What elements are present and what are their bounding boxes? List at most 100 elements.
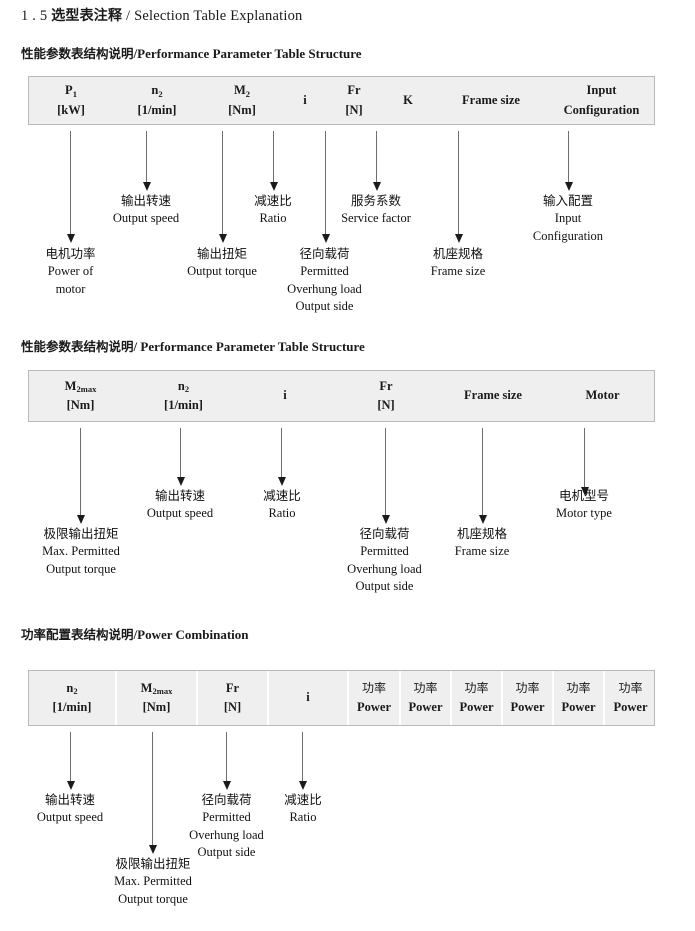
annotation-motor-type-2-cn: 电机型号 bbox=[558, 488, 609, 503]
table2-col-fr-unit: [N] bbox=[377, 398, 395, 412]
annotation-output-speed-1-cn: 输出转速 bbox=[120, 193, 171, 208]
table2-col-frame-size: Frame size bbox=[437, 371, 549, 421]
section-3-heading: 功率配置表结构说明/Power Combination bbox=[21, 624, 249, 643]
table3-col-power-4: 功率 Power bbox=[501, 671, 552, 725]
annotation-overhung-load-2-cn: 径向载荷 bbox=[359, 526, 410, 541]
arrow-to-ratio-3 bbox=[302, 732, 303, 782]
annotation-output-torque-1-cn: 输出扭矩 bbox=[196, 246, 247, 261]
annotation-output-speed-3-en: Output speed bbox=[36, 809, 104, 824]
section-2-heading-chinese: 性能参数表结构说明 bbox=[21, 339, 134, 354]
arrow-to-permitted-overhung-load bbox=[325, 131, 326, 235]
table1-col-p1-symbol: P1 bbox=[65, 83, 77, 99]
annotation-output-torque-1-en: Output torque bbox=[187, 263, 257, 278]
arrow-to-motor-type-2 bbox=[584, 428, 585, 488]
annotation-ratio-1-cn: 减速比 bbox=[254, 193, 292, 208]
section-2-heading-english: Performance Parameter Table Structure bbox=[140, 339, 365, 354]
arrow-to-service-factor bbox=[376, 131, 377, 183]
table2-col-n2-subscript: 2 bbox=[184, 384, 190, 395]
table3-col-power-1-en: Power bbox=[356, 699, 391, 714]
table1-col-m2-unit: [Nm] bbox=[228, 102, 256, 117]
annotation-input-configuration-1-en-1: Configuration bbox=[532, 228, 604, 243]
annotation-overhung-load-1-en-0: Permitted bbox=[300, 263, 349, 278]
page-title-separator: / bbox=[126, 8, 131, 24]
table3-col-fr-unit: [N] bbox=[223, 700, 242, 714]
annotation-overhung-load-3-en-2: Output side bbox=[197, 845, 256, 860]
table3-col-fr-symbol: Fr bbox=[225, 680, 240, 695]
table2-col-fr-symbol: Fr bbox=[379, 378, 393, 393]
section-2-heading-separator: / bbox=[133, 339, 138, 354]
table2-col-m2max-subscript: 2max bbox=[76, 384, 97, 395]
annotation-overhung-load-1-en-1: Overhung load bbox=[287, 281, 362, 296]
table3-col-power-6: 功率 Power bbox=[603, 671, 656, 725]
annotation-max-permitted-output-torque-3-en-0: Max. Permitted bbox=[114, 873, 192, 888]
table3-col-i: i bbox=[267, 671, 347, 725]
annotation-output-torque-1: 输出扭矩 Output torque bbox=[166, 245, 278, 281]
table3-col-power-2-cn: 功率 bbox=[413, 681, 438, 696]
table2-col-n2-unit: [1/min] bbox=[164, 398, 203, 412]
table2-col-m2max-unit: [Nm] bbox=[66, 398, 95, 412]
power-combination-table: n2 [1/min] M2max [Nm] Fr [N] i 功率 Power … bbox=[28, 670, 655, 726]
annotation-max-permitted-output-torque-2-en-1: Output torque bbox=[46, 561, 116, 576]
annotation-max-permitted-output-torque-3-en-1: Output torque bbox=[118, 891, 188, 906]
annotation-power-of-motor-1: 电机功率 Power of motor bbox=[22, 245, 119, 298]
annotation-frame-size-2-en: Frame size bbox=[454, 543, 510, 558]
annotation-output-speed-2-cn: 输出转速 bbox=[154, 488, 205, 503]
table2-col-n2-symbol: n2 bbox=[177, 378, 190, 395]
annotation-ratio-3: 减速比 Ratio bbox=[265, 791, 341, 827]
table1-col-n2-subscript: 2 bbox=[158, 88, 163, 99]
table3-col-m2max: M2max [Nm] bbox=[115, 671, 196, 725]
performance-parameter-table-1: P1 [kW] n2 [1/min] M2 [Nm] i Fr [N] K Fr… bbox=[28, 76, 655, 125]
table1-col-n2: n2 [1/min] bbox=[113, 77, 201, 124]
annotation-overhung-load-2-en-0: Permitted bbox=[360, 543, 409, 558]
table1-col-p1-unit: [kW] bbox=[57, 102, 85, 117]
annotation-max-permitted-output-torque-2-en-0: Max. Permitted bbox=[42, 543, 120, 558]
annotation-output-speed-2: 输出转速 Output speed bbox=[130, 487, 230, 523]
table3-col-power-1: 功率 Power bbox=[347, 671, 399, 725]
table3-col-fr: Fr [N] bbox=[196, 671, 267, 725]
annotation-frame-size-1-en: Frame size bbox=[430, 263, 486, 278]
table3-col-power-4-cn: 功率 bbox=[515, 681, 540, 696]
annotation-frame-size-2-cn: 机座规格 bbox=[456, 526, 507, 541]
table3-col-n2: n2 [1/min] bbox=[29, 671, 115, 725]
annotation-frame-size-1: 机座规格 Frame size bbox=[410, 245, 506, 281]
table1-col-m2-symbol: M2 bbox=[233, 83, 251, 99]
page-title-number: 1 . 5 bbox=[21, 8, 48, 24]
page-title: 1 . 5 选型表注释 / Selection Table Explanatio… bbox=[21, 5, 303, 25]
annotation-frame-size-1-cn: 机座规格 bbox=[432, 246, 483, 261]
annotation-overhung-load-3-cn: 径向载荷 bbox=[201, 792, 252, 807]
annotation-ratio-2: 减速比 Ratio bbox=[243, 487, 321, 523]
table3-col-power-2-en: Power bbox=[408, 699, 443, 714]
section-3-heading-chinese: 功率配置表结构说明 bbox=[21, 627, 134, 642]
annotation-max-permitted-output-torque-2-cn: 极限输出扭矩 bbox=[43, 526, 119, 541]
annotation-ratio-2-en: Ratio bbox=[268, 505, 296, 520]
page-title-chinese: 选型表注释 bbox=[51, 8, 123, 24]
arrow-to-permitted-overhung-load-3 bbox=[226, 732, 227, 782]
table2-col-i: i bbox=[235, 371, 335, 421]
arrow-to-power-of-motor bbox=[70, 131, 71, 235]
annotation-service-factor-1-en: Service factor bbox=[341, 210, 411, 225]
table3-col-i-symbol: i bbox=[306, 690, 310, 705]
table1-col-i-symbol: i bbox=[303, 92, 307, 107]
table1-col-input-configuration-line2: Configuration bbox=[563, 102, 640, 117]
arrow-to-ratio bbox=[273, 131, 274, 183]
table3-col-m2max-subscript: 2max bbox=[152, 686, 173, 697]
table1-col-fr: Fr [N] bbox=[327, 77, 381, 124]
arrow-to-output-speed-3 bbox=[70, 732, 71, 782]
annotation-ratio-3-cn: 减速比 bbox=[284, 792, 322, 807]
annotation-overhung-load-2-en-2: Output side bbox=[355, 579, 414, 594]
annotation-max-permitted-output-torque-3-cn: 极限输出扭矩 bbox=[115, 856, 191, 871]
section-1-heading-separator: / bbox=[133, 46, 138, 61]
table2-col-frame-size-label: Frame size bbox=[464, 388, 522, 403]
annotation-motor-type-2: 电机型号 Motor type bbox=[534, 487, 634, 523]
arrow-to-input-configuration bbox=[568, 131, 569, 183]
annotation-power-of-motor-1-en-0: Power of bbox=[47, 263, 94, 278]
annotation-overhung-load-1: 径向载荷 Permitted Overhung load Output side bbox=[268, 245, 381, 316]
annotation-motor-type-2-en: Motor type bbox=[556, 505, 612, 520]
section-1-heading-chinese: 性能参数表结构说明 bbox=[21, 46, 134, 61]
annotation-power-of-motor-1-en-1: motor bbox=[55, 281, 86, 296]
section-2-heading: 性能参数表结构说明/ Performance Parameter Table S… bbox=[21, 336, 365, 355]
section-3-heading-separator: / bbox=[133, 627, 138, 642]
table3-col-power-3-cn: 功率 bbox=[464, 681, 489, 696]
table3-col-power-6-cn: 功率 bbox=[618, 681, 643, 696]
annotation-frame-size-2: 机座规格 Frame size bbox=[434, 525, 530, 561]
